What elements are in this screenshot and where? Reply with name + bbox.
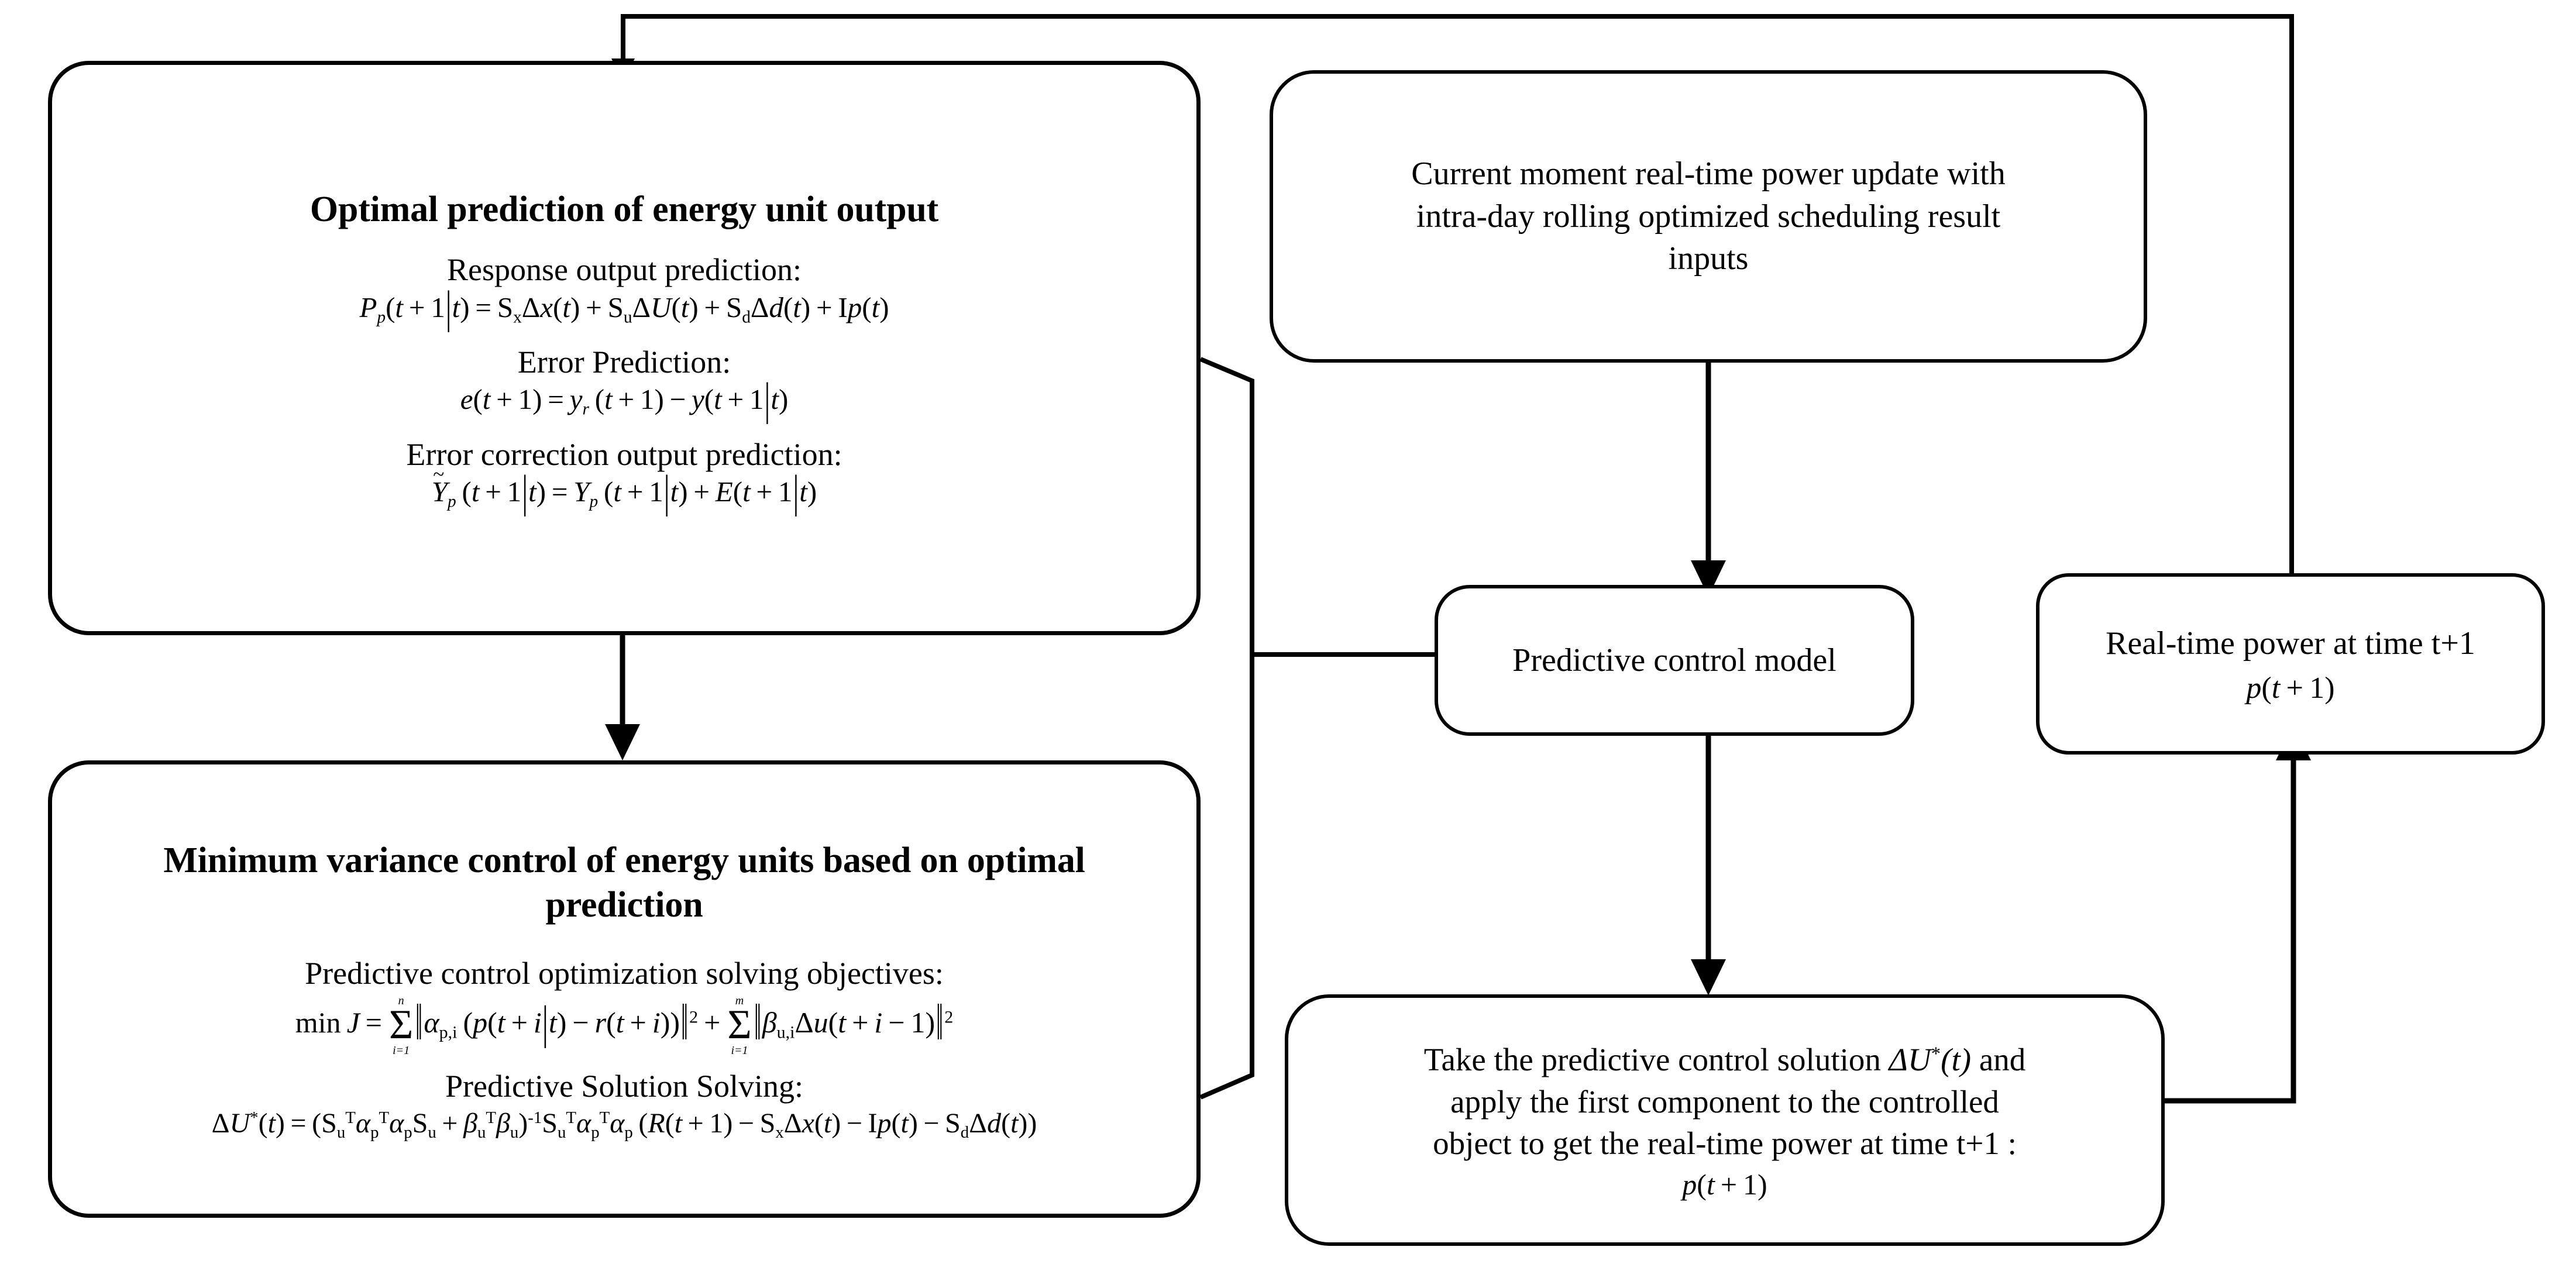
response-output-prediction-equation: Pp(t + 1|t) = SxΔx(t) + SuΔU(t) + SdΔd(t… xyxy=(359,281,889,333)
error-prediction-equation: e(t + 1) = yr (t + 1) − y(t + 1|t) xyxy=(460,373,789,425)
response-output-prediction-label: Response output prediction: xyxy=(447,252,802,288)
node-apply-solution[interactable]: Take the predictive control solution ΔU*… xyxy=(1285,994,2165,1246)
optimal-prediction-title: Optimal prediction of energy unit output xyxy=(309,189,939,229)
realtime-power-line-1: Real-time power at time t+1 xyxy=(2106,625,2475,662)
apply-solution-line-1-text: Take the predictive control solution ΔU*… xyxy=(1423,1042,2026,1077)
connector-model-to-apply xyxy=(1691,736,1726,996)
connector-left-brace xyxy=(1199,357,1435,1100)
realtime-power-equation: p(t + 1) xyxy=(2246,671,2335,705)
apply-solution-equation: p(t + 1) xyxy=(1682,1167,1767,1201)
error-prediction-label: Error Prediction: xyxy=(517,345,731,380)
minimum-variance-title: Minimum variance control of energy units… xyxy=(163,841,1085,925)
delta-u-star-symbol: ΔU*(t) xyxy=(1889,1042,1972,1077)
error-correction-output-prediction-label: Error correction output prediction: xyxy=(406,436,842,472)
node-predictive-control-model[interactable]: Predictive control model xyxy=(1435,585,1914,736)
connector-apply-to-realtime xyxy=(2165,724,2311,1104)
predictive-control-model-label: Predictive control model xyxy=(1512,642,1836,678)
apply-solution-line-3: object to get the real-time power at tim… xyxy=(1433,1125,2017,1161)
apply-solution-line-2: apply the first component to the control… xyxy=(1450,1083,1999,1120)
connector-optimal-to-minimum xyxy=(605,635,640,760)
predictive-solution-label: Predictive Solution Solving: xyxy=(445,1068,803,1104)
error-correction-output-prediction-equation: Yp (t + 1|t) = Yp (t + 1|t) + E(t + 1|t) xyxy=(432,463,817,517)
apply-solution-line-1: Take the predictive control solution ΔU*… xyxy=(1424,1039,2026,1081)
node-minimum-variance[interactable]: Minimum variance control of energy units… xyxy=(48,760,1201,1218)
current-moment-line-3: inputs xyxy=(1668,240,1749,277)
current-moment-line-1: Current moment real-time power update wi… xyxy=(1411,155,2006,192)
current-moment-line-2: intra-day rolling optimized scheduling r… xyxy=(1416,198,2001,235)
node-optimal-prediction[interactable]: Optimal prediction of energy unit output… xyxy=(48,61,1201,635)
connector-input-to-model xyxy=(1691,363,1726,597)
node-current-moment-input[interactable]: Current moment real-time power update wi… xyxy=(1270,70,2147,363)
node-realtime-power[interactable]: Real-time power at time t+1 p(t + 1) xyxy=(2036,573,2545,755)
predictive-objective-label: Predictive control optimization solving … xyxy=(305,956,944,991)
predictive-solution-equation: ΔU*(t) = (SuTαpTαpSu + βuTβu)-1SuTαpTαp … xyxy=(211,1107,1037,1142)
